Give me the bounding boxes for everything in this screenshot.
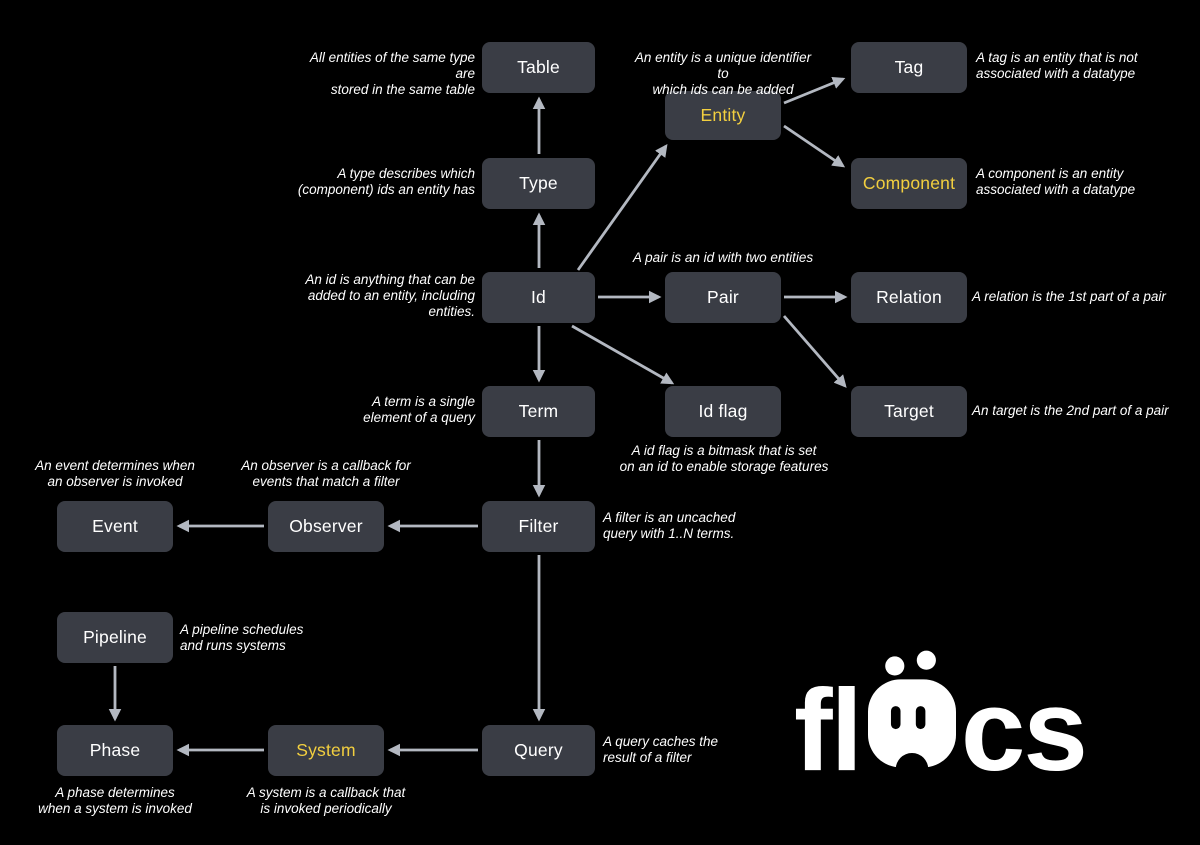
node-id-flag: Id flag — [665, 386, 781, 437]
note-filter: A filter is an uncached query with 1..N … — [603, 510, 736, 542]
note-entity: An entity is a unique identifier to whic… — [634, 50, 812, 98]
note-pair: A pair is an id with two entities — [632, 250, 814, 265]
logo-text-cs: cs — [960, 665, 1088, 795]
node-component: Component — [851, 158, 967, 209]
note-component: A component is an entity associated with… — [976, 166, 1136, 198]
flecs-logo: fl cs — [794, 650, 1088, 795]
node-pair: Pair — [665, 272, 781, 323]
node-relation: Relation — [851, 272, 967, 323]
note-phase: A phase determines when a system is invo… — [38, 785, 192, 817]
note-id-flag: A id flag is a bitmask that is set on an… — [619, 443, 829, 475]
node-pipeline: Pipeline — [57, 612, 173, 663]
node-table: Table — [482, 42, 595, 93]
node-system: System — [268, 725, 384, 776]
note-event: An event determines when an observer is … — [35, 458, 195, 490]
node-tag: Tag — [851, 42, 967, 93]
logo-text-fl: fl — [794, 665, 863, 795]
note-query: A query caches the result of a filter — [603, 734, 719, 766]
arrow-entity-to-component — [783, 124, 846, 168]
arrow-id-to-id-flag — [571, 324, 675, 385]
note-tag: A tag is an entity that is not associate… — [976, 50, 1138, 82]
node-observer: Observer — [268, 501, 384, 552]
node-phase: Phase — [57, 725, 173, 776]
note-target: An target is the 2nd part of a pair — [972, 403, 1169, 418]
arrow-pair-to-target — [782, 315, 847, 388]
node-target: Target — [851, 386, 967, 437]
note-table: All entities of the same type are stored… — [309, 50, 475, 98]
note-system: A system is a callback that is invoked p… — [246, 785, 406, 817]
node-id: Id — [482, 272, 595, 323]
node-event: Event — [57, 501, 173, 552]
note-id: An id is anything that can be added to a… — [305, 272, 475, 320]
note-pipeline: A pipeline schedules and runs systems — [180, 622, 304, 654]
note-term: A term is a single element of a query — [363, 394, 475, 426]
note-observer: An observer is a callback for events tha… — [241, 458, 411, 490]
node-term: Term — [482, 386, 595, 437]
arrow-entity-to-tag — [783, 76, 846, 105]
arrow-id-to-entity — [576, 143, 668, 271]
flecs-creature-icon — [867, 650, 956, 768]
node-entity: Entity — [665, 91, 781, 140]
node-query: Query — [482, 725, 595, 776]
node-filter: Filter — [482, 501, 595, 552]
note-type: A type describes which (component) ids a… — [297, 166, 475, 198]
note-relation: A relation is the 1st part of a pair — [972, 289, 1166, 304]
node-type: Type — [482, 158, 595, 209]
